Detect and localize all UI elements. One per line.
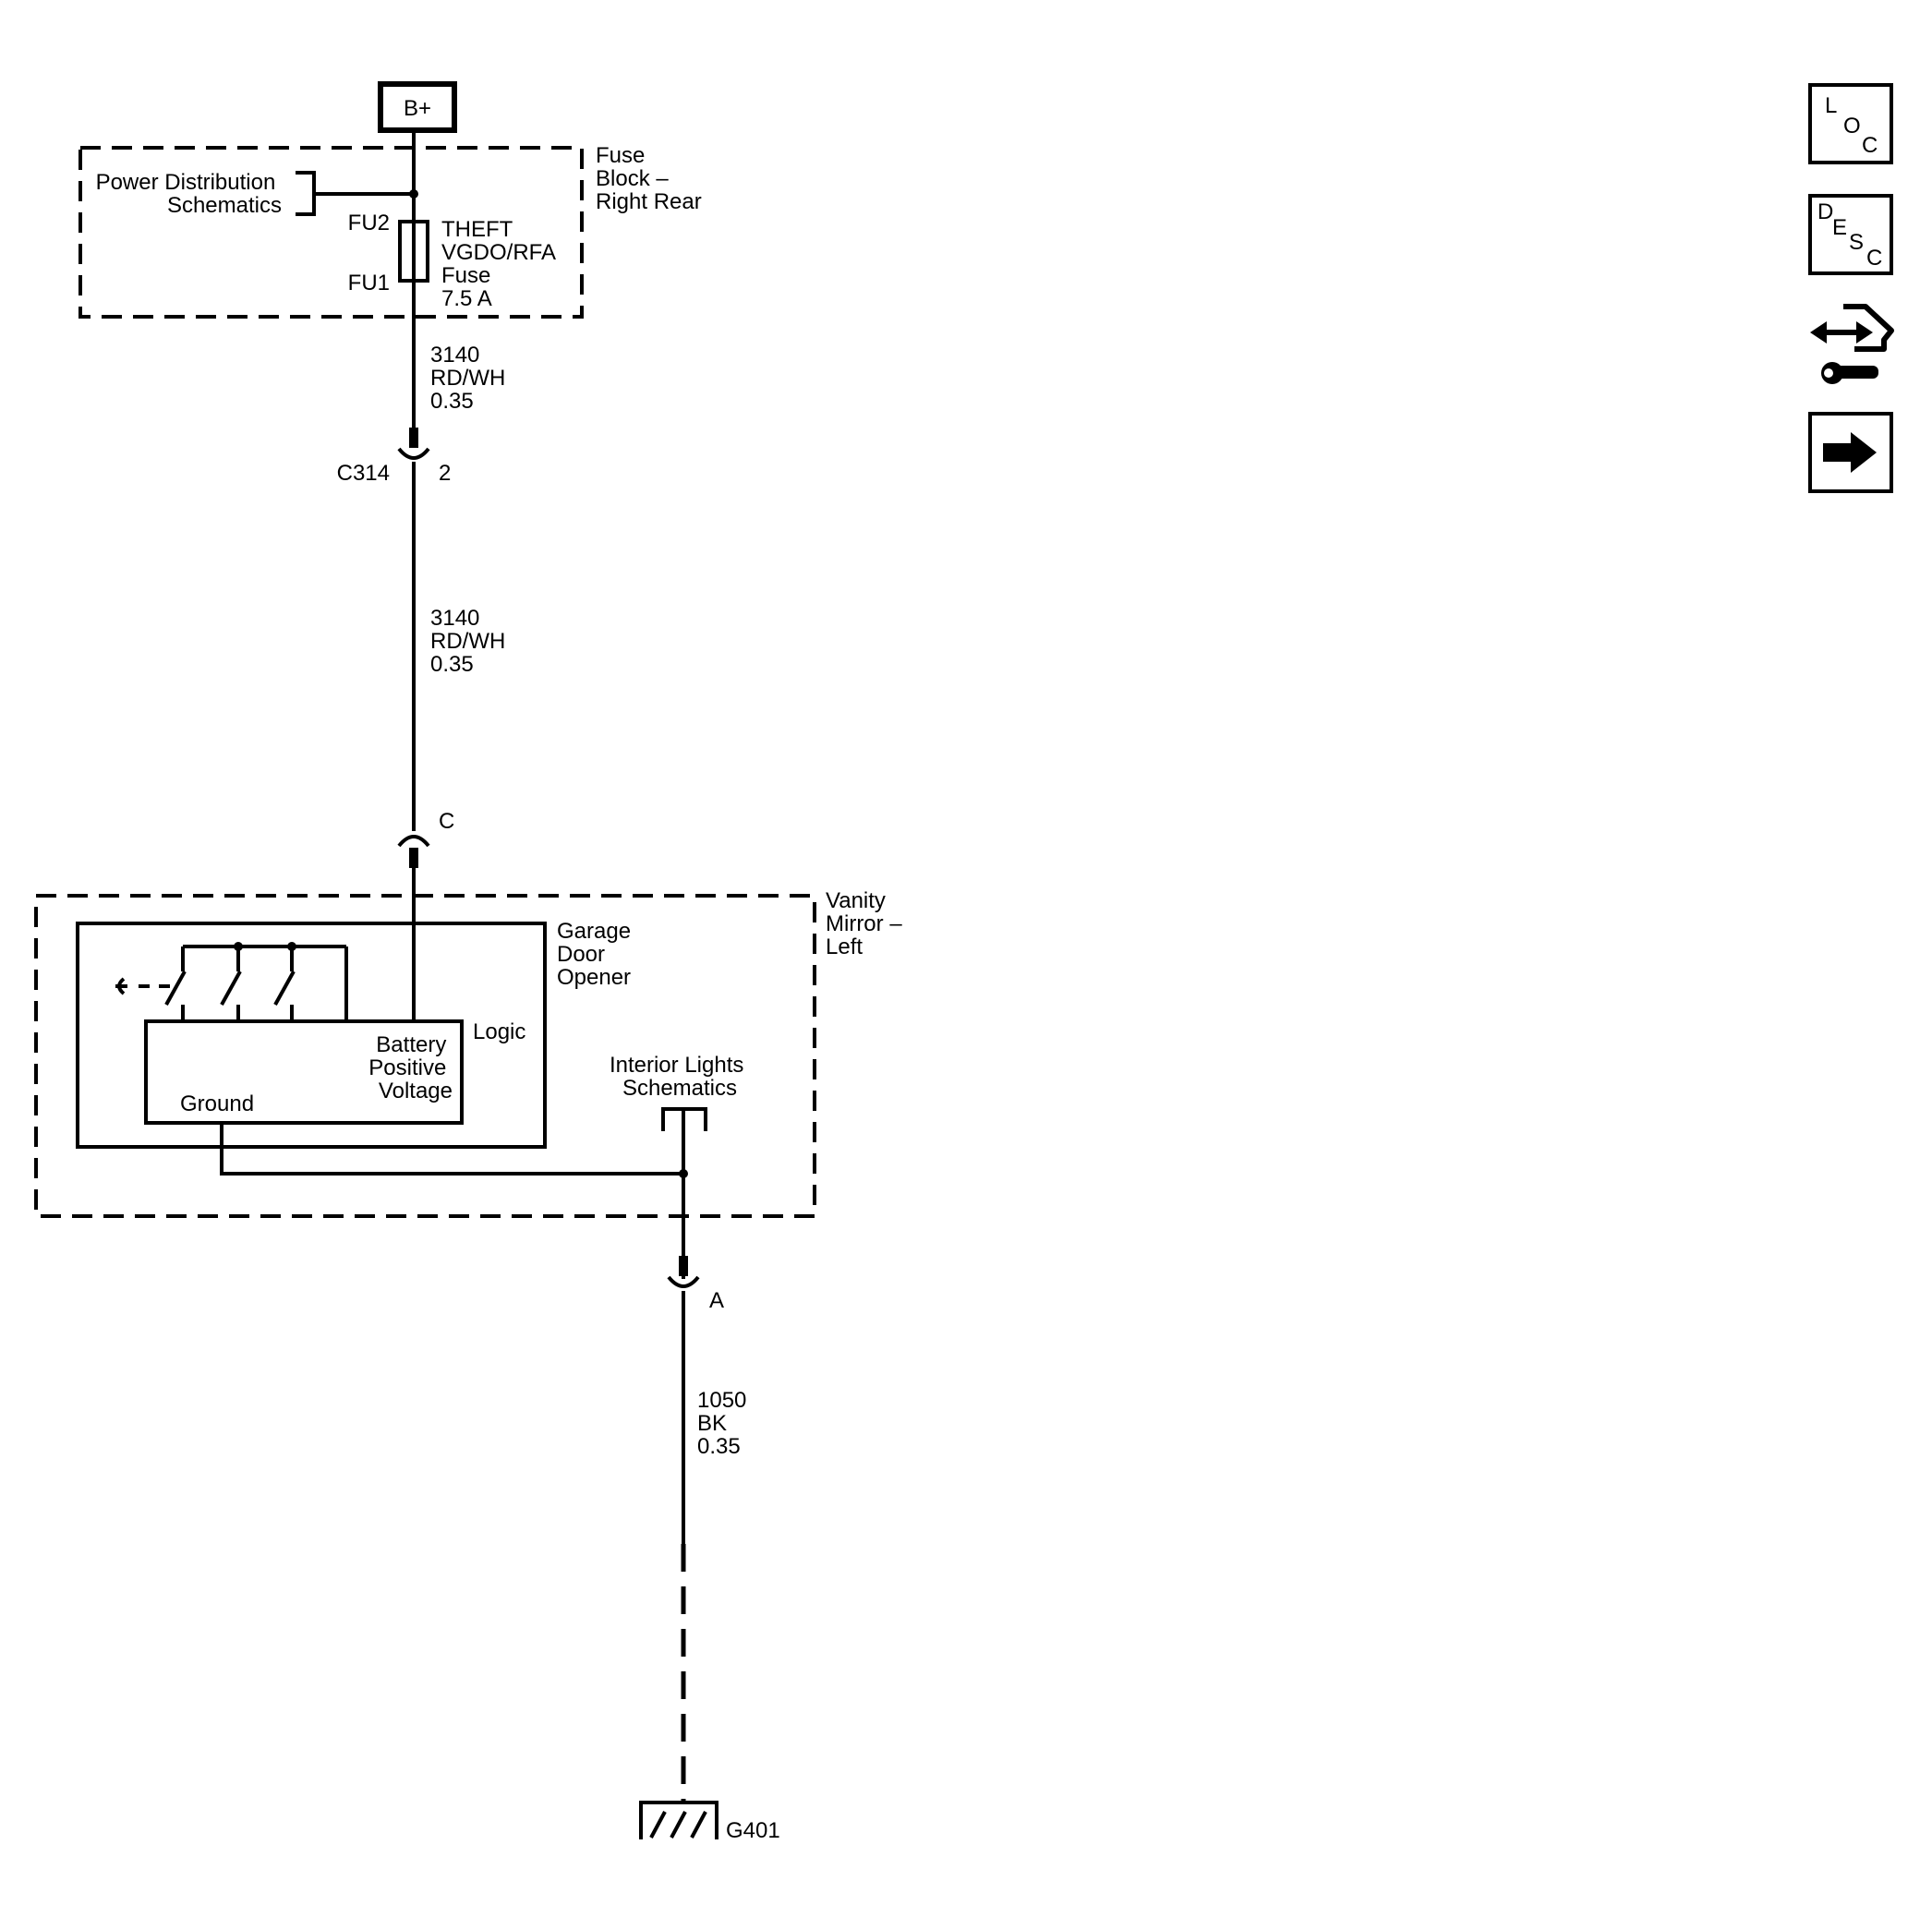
battery-positive-voltage-label: Battery Positive Voltage [368, 1032, 453, 1103]
vanity-mirror-outline [34, 894, 816, 1218]
desc-letter-s: S [1849, 230, 1864, 255]
logic-label: Logic [473, 1019, 525, 1044]
arrow-right-icon [1823, 432, 1877, 473]
desc-letter-e: E [1832, 215, 1847, 240]
power-distribution-reference[interactable]: Power Distribution Schematics [96, 170, 418, 218]
desc-letter-c: C [1866, 246, 1882, 271]
wire-1050-label: 1050 BK 0.35 [697, 1388, 753, 1459]
fuse-block-name: Fuse Block – Right Rear [596, 143, 702, 214]
garage-door-opener-name: Garage Door Opener [557, 919, 637, 990]
fuse-block-outline [78, 146, 584, 319]
desc-letter-d: D [1817, 199, 1833, 224]
logic-box [144, 1019, 464, 1125]
wire-3140-middle-label: 3140 RD/WH 0.35 [430, 606, 512, 677]
connector-c-pin: C [439, 809, 454, 834]
wire-3140-upper-label: 3140 RD/WH 0.35 [430, 343, 512, 414]
connector-end-view-icon[interactable] [1810, 304, 1894, 384]
battery-positive-terminal: B+ [378, 81, 457, 133]
opener-buttons-switch-group [115, 942, 348, 1021]
loc-letter-l: L [1825, 93, 1837, 118]
connector-c314-name: C314 [337, 461, 390, 486]
fuse-pin-fu1: FU1 [348, 271, 390, 295]
connector-c314 [397, 428, 430, 460]
connector-a [667, 1256, 700, 1288]
connector-c314-pin: 2 [439, 461, 451, 486]
svg-text:Power Distribution Schem: Power Distribution Schematics [96, 170, 282, 218]
connector-a-pin: A [709, 1288, 724, 1313]
ground-g401-symbol [639, 1801, 718, 1839]
fuse-pin-fu2: FU2 [348, 211, 390, 235]
fuse-label: THEFT VGDO/RFA Fuse 7.5 A [441, 217, 561, 311]
ground-terminal-label: Ground [180, 1091, 254, 1116]
loc-letter-c: C [1862, 133, 1878, 158]
desc-button[interactable]: D E S C [1808, 194, 1893, 275]
connector-c [397, 835, 430, 868]
theft-vgdo-rfa-fuse [398, 220, 429, 283]
loc-button[interactable]: L O C [1808, 83, 1893, 164]
garage-door-opener-box [76, 922, 547, 1149]
vanity-mirror-name: Vanity Mirror – Left [826, 888, 908, 959]
loc-letter-o: O [1843, 114, 1861, 139]
svg-text:Interior Lights Schemati: Interior Lights Schematics [610, 1053, 750, 1101]
next-page-button[interactable] [1808, 412, 1893, 493]
wire-ground-internal [220, 1123, 683, 1176]
interior-lights-reference[interactable]: Interior Lights Schematics [610, 1053, 750, 1279]
battery-positive-label: B+ [404, 96, 431, 121]
ground-g401-label: G401 [726, 1818, 780, 1843]
